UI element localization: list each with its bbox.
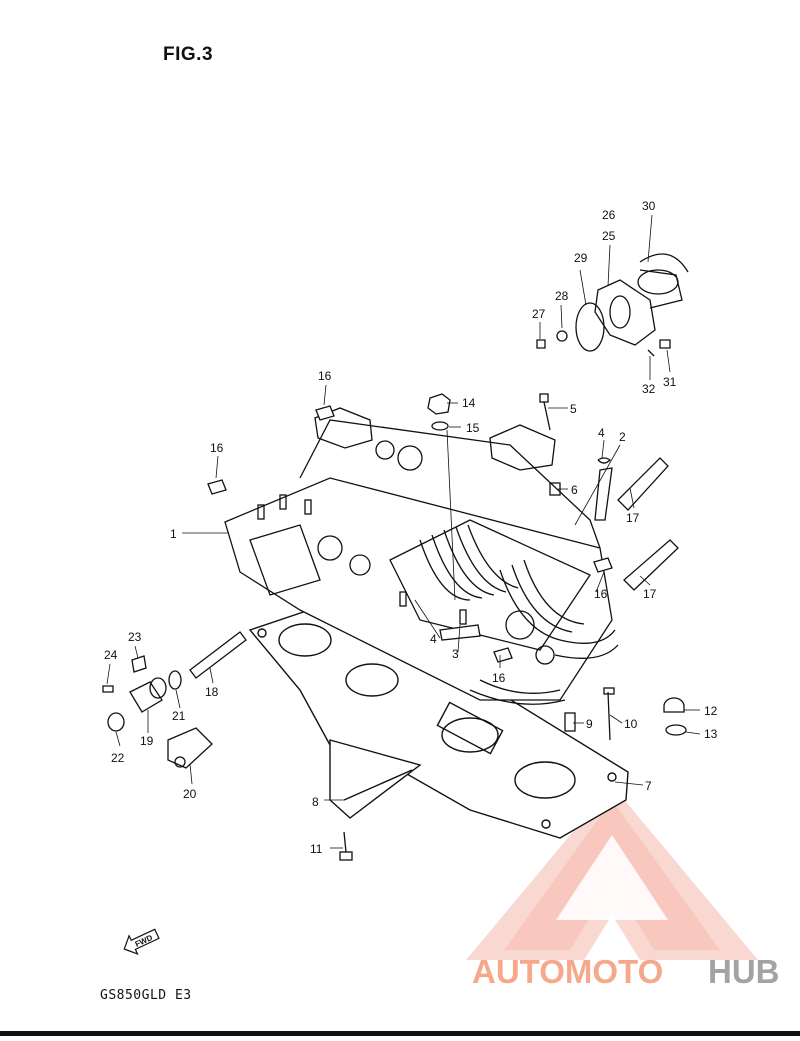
watermark-logo-icon bbox=[466, 785, 758, 960]
small-parts bbox=[102, 253, 689, 861]
callout-28: 28 bbox=[555, 289, 569, 303]
callout-16a: 16 bbox=[318, 369, 332, 383]
callout-6: 6 bbox=[571, 483, 578, 497]
callout-30: 30 bbox=[642, 199, 656, 213]
callout-12: 12 bbox=[704, 704, 718, 718]
figure-title: FIG.3 bbox=[163, 44, 214, 65]
callout-1: 1 bbox=[170, 527, 177, 541]
watermark-text: AUTOMOTO HUB bbox=[472, 953, 780, 990]
callout-32: 32 bbox=[642, 382, 656, 396]
callout-5: 5 bbox=[570, 402, 577, 416]
callout-9: 9 bbox=[586, 717, 593, 731]
callout-29: 29 bbox=[574, 251, 588, 265]
callout-13: 13 bbox=[704, 727, 718, 741]
callout-22: 22 bbox=[111, 751, 125, 765]
callout-4a: 4 bbox=[430, 632, 437, 646]
callout-24: 24 bbox=[104, 648, 118, 662]
callout-16c: 16 bbox=[594, 587, 608, 601]
callout-4b: 4 bbox=[598, 426, 605, 440]
callout-11: 11 bbox=[310, 842, 323, 856]
bottom-border bbox=[0, 1031, 800, 1036]
callout-15: 15 bbox=[466, 421, 480, 435]
callout-17a: 17 bbox=[626, 511, 640, 525]
callout-23: 23 bbox=[128, 630, 142, 644]
leader-lines bbox=[106, 214, 701, 849]
callout-2: 2 bbox=[619, 430, 626, 444]
callout-20: 20 bbox=[183, 787, 197, 801]
callout-3: 3 bbox=[452, 647, 459, 661]
forward-arrow-icon: FWD bbox=[123, 928, 160, 955]
callout-17b: 17 bbox=[643, 587, 657, 601]
callout-26: 26 bbox=[602, 208, 616, 222]
model-code: GS850GLD E3 bbox=[100, 988, 192, 1003]
callout-21: 21 bbox=[172, 709, 186, 723]
callout-10: 10 bbox=[624, 717, 638, 731]
cylinder-head bbox=[224, 407, 619, 705]
watermark-brand-part2: HUB bbox=[708, 953, 780, 990]
callout-14: 14 bbox=[462, 396, 476, 410]
callout-8: 8 bbox=[312, 795, 319, 809]
watermark-brand-part1: AUTOMOTO bbox=[472, 953, 663, 990]
fwd-label: FWD bbox=[134, 933, 155, 949]
head-gasket bbox=[248, 597, 629, 839]
callout-25: 25 bbox=[602, 229, 616, 243]
callout-7: 7 bbox=[645, 779, 652, 793]
callout-31: 31 bbox=[663, 375, 677, 389]
callout-18: 18 bbox=[205, 685, 219, 699]
callout-16b: 16 bbox=[210, 441, 224, 455]
callout-16d: 16 bbox=[492, 671, 506, 685]
callout-labels: 1 2 3 4 4 5 6 7 8 9 10 11 12 13 14 15 16… bbox=[104, 199, 718, 856]
intake-pipe bbox=[536, 269, 683, 357]
callout-27: 27 bbox=[532, 307, 546, 321]
callout-19: 19 bbox=[140, 734, 154, 748]
